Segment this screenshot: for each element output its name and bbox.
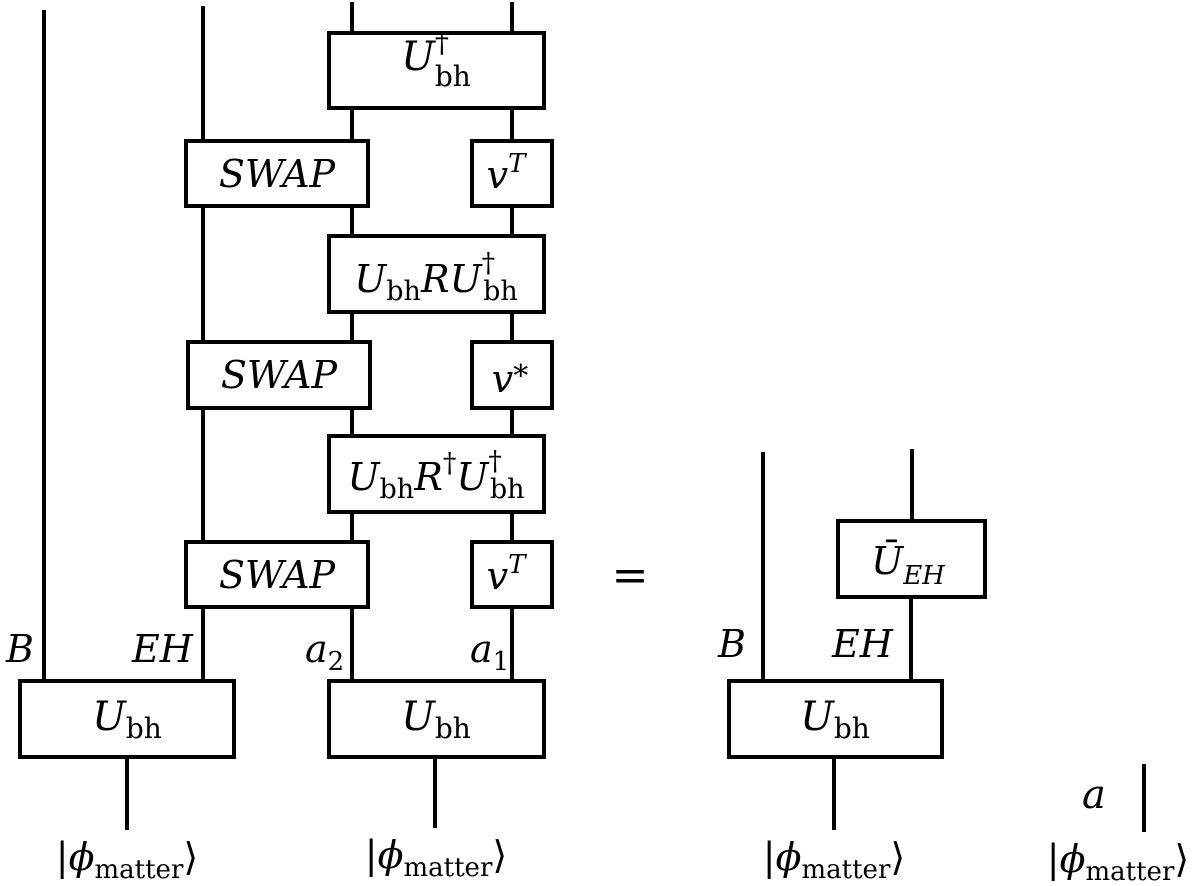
term-u: U <box>354 257 388 301</box>
gate-sup: * <box>513 359 528 394</box>
label-eh-right: EH <box>831 622 894 666</box>
label-a1-sub: 1 <box>493 647 510 677</box>
gate-base: v <box>487 554 509 598</box>
ket-open: | <box>763 835 776 879</box>
label-b-left: B <box>5 627 34 671</box>
svg-text:Ubh: Ubh <box>401 694 471 745</box>
gate-sub: bh <box>126 712 162 745</box>
right-wires <box>761 449 1146 832</box>
gate-sup: T <box>508 149 527 179</box>
gate-base: U <box>92 694 127 740</box>
ket-close: ⟩ <box>183 835 198 879</box>
term-r: R <box>420 257 450 301</box>
term-u-sub: bh <box>386 276 421 307</box>
ket-open: | <box>1047 837 1060 881</box>
gate-u-bh-left: Ubh <box>18 679 236 759</box>
gate-u-eh-bar: ŪEH <box>836 519 987 599</box>
ket-sub: matter <box>404 853 493 883</box>
svg-text:Ubh: Ubh <box>92 694 162 745</box>
label-a1: a1 <box>470 627 509 677</box>
gate-base: v <box>487 153 509 197</box>
label-a2-base: a <box>305 627 328 671</box>
svg-text:U†bh: U†bh <box>401 26 471 93</box>
state-phi-matter-left: |ϕmatter⟩ <box>56 835 198 885</box>
gate-sub: bh <box>834 712 870 745</box>
state-phi-matter-a: |ϕmatter⟩ <box>1047 837 1189 886</box>
gate-v-t-top: vT <box>470 139 554 208</box>
left-wires <box>42 2 514 830</box>
svg-text:ŪEH: ŪEH <box>871 539 946 591</box>
gate-v-star: v* <box>470 340 554 410</box>
gate-sub: bh <box>435 60 471 93</box>
ket-open: | <box>365 833 378 877</box>
svg-text:v*: v* <box>492 357 528 401</box>
gate-base: Ū <box>871 539 905 583</box>
label-a: a <box>1082 772 1106 818</box>
gate-sup: † <box>435 26 449 59</box>
ket-phi: ϕ <box>776 835 802 879</box>
ket-sub: matter <box>1086 857 1175 886</box>
svg-text:UbhRU†bh: UbhRU†bh <box>354 248 518 307</box>
gate-swap-bottom: SWAP <box>184 540 370 609</box>
ket-phi: ϕ <box>69 835 95 879</box>
gate-u-bh-dagger: U†bh <box>327 26 546 110</box>
term-u2-sub: bh <box>490 474 525 505</box>
svg-text:vT: vT <box>487 550 527 598</box>
gate-u-r-udagger: UbhRU†bh <box>327 234 546 314</box>
gate-u-bh-right: Ubh <box>327 679 546 759</box>
label-a2-sub: 2 <box>328 647 345 677</box>
state-phi-matter-main: |ϕmatter⟩ <box>763 835 905 885</box>
svg-text:Ubh: Ubh <box>800 694 870 745</box>
term-r-sup: † <box>443 448 457 479</box>
swap-label: SWAP <box>219 152 337 196</box>
state-phi-matter-right: |ϕmatter⟩ <box>365 833 507 883</box>
label-a1-base: a <box>470 627 493 671</box>
gate-base: v <box>492 357 514 401</box>
ket-phi: ϕ <box>378 833 404 877</box>
gate-swap-mid: SWAP <box>186 340 372 410</box>
swap-label: SWAP <box>219 553 337 597</box>
gate-sup: T <box>508 550 527 580</box>
equals-sign: = <box>612 550 649 601</box>
term-u2-sub: bh <box>483 276 518 307</box>
label-b-right: B <box>717 622 746 666</box>
term-u2-sup: † <box>488 446 502 477</box>
swap-label: SWAP <box>221 353 339 397</box>
label-eh-left: EH <box>131 627 194 671</box>
ket-phi: ϕ <box>1060 837 1086 881</box>
gate-u-rdagger-udagger: UbhR†U†bh <box>327 434 546 514</box>
term-u: U <box>347 455 381 499</box>
ket-sub: matter <box>802 855 891 885</box>
svg-text:UbhR†U†bh: UbhR†U†bh <box>347 446 524 505</box>
term-u2: U <box>456 455 490 499</box>
gate-sub: EH <box>902 561 946 591</box>
term-u2: U <box>450 257 484 301</box>
gate-base: U <box>401 34 436 80</box>
gate-base: U <box>800 694 835 740</box>
svg-text:vT: vT <box>487 149 527 197</box>
label-a2: a2 <box>305 627 344 677</box>
gate-v-t-bottom: vT <box>470 540 554 609</box>
term-r: R <box>413 455 443 499</box>
gate-base: U <box>401 694 436 740</box>
ket-sub: matter <box>95 855 184 885</box>
ket-close: ⟩ <box>492 833 507 877</box>
term-u2-sup: † <box>482 248 496 279</box>
gate-sub: bh <box>435 712 471 745</box>
gate-u-bh-right-diagram: Ubh <box>727 679 944 759</box>
term-u-sub: bh <box>380 474 415 505</box>
ket-open: | <box>56 835 69 879</box>
gate-swap-top: SWAP <box>184 139 370 208</box>
ket-close: ⟩ <box>890 835 905 879</box>
ket-close: ⟩ <box>1174 837 1189 881</box>
